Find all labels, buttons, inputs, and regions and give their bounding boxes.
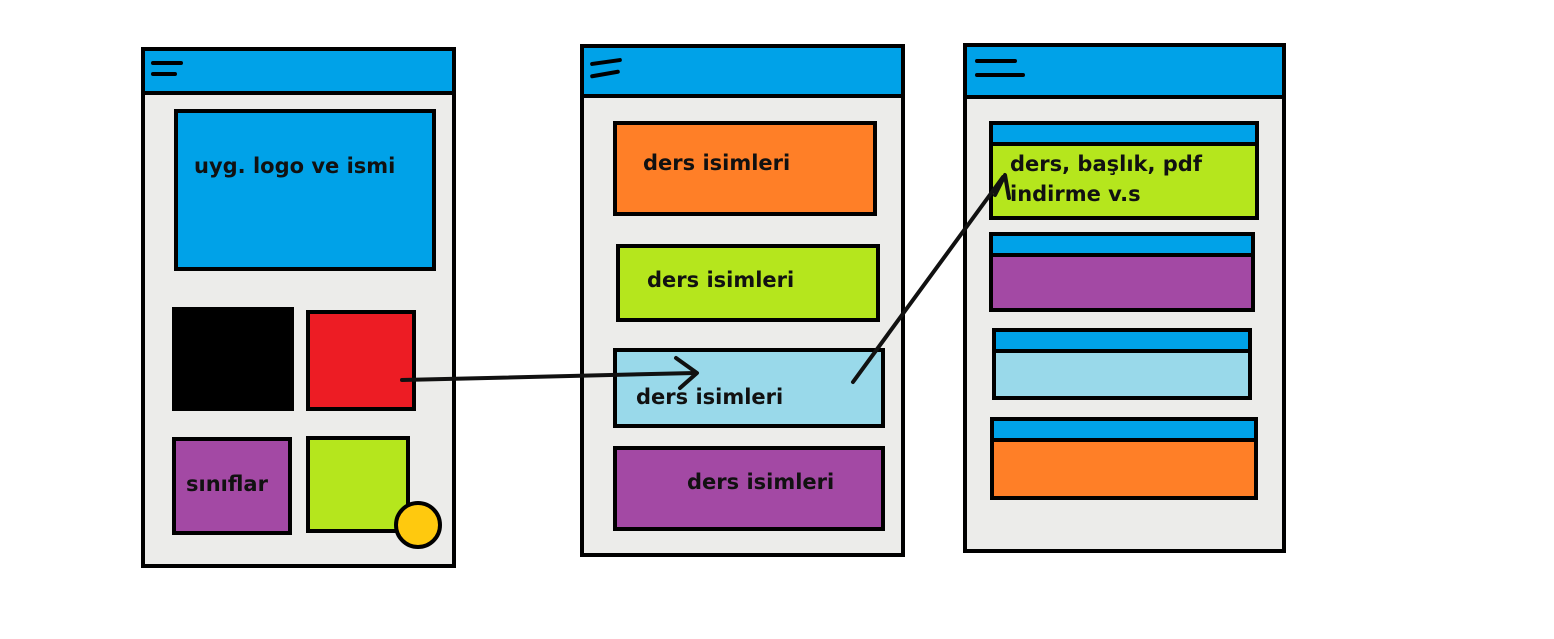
course-list-top-bar bbox=[584, 48, 901, 98]
app-logo-box: uyg. logo ve ismi bbox=[174, 109, 436, 271]
classes-tile[interactable]: sınıflar bbox=[172, 437, 292, 535]
content-card-line2: indirme v.s bbox=[1010, 182, 1141, 206]
course-list-screen: ders isimleri ders isimleri ders isimler… bbox=[580, 44, 905, 557]
red-tile[interactable] bbox=[306, 310, 416, 411]
content-card-header bbox=[994, 421, 1254, 442]
content-card[interactable]: ders, başlık, pdf indirme v.s bbox=[989, 121, 1259, 220]
course-detail-screen: ders, başlık, pdf indirme v.s bbox=[963, 43, 1286, 553]
course-item[interactable]: ders isimleri bbox=[613, 121, 877, 216]
home-top-bar bbox=[145, 51, 452, 95]
hamburger-menu-icon[interactable] bbox=[589, 57, 626, 82]
content-card-header bbox=[993, 125, 1255, 146]
course-item-label: ders isimleri bbox=[647, 268, 795, 292]
content-card-header bbox=[996, 332, 1248, 353]
course-item[interactable]: ders isimleri bbox=[613, 348, 885, 428]
hamburger-menu-icon[interactable] bbox=[151, 59, 185, 79]
course-item-label: ders isimleri bbox=[643, 151, 791, 175]
black-tile[interactable] bbox=[172, 307, 294, 411]
content-card[interactable] bbox=[989, 232, 1255, 312]
classes-tile-label: sınıflar bbox=[186, 472, 268, 496]
content-card[interactable] bbox=[990, 417, 1258, 500]
app-logo-label: uyg. logo ve ismi bbox=[194, 154, 396, 178]
course-item[interactable]: ders isimleri bbox=[613, 446, 885, 531]
content-card[interactable] bbox=[992, 328, 1252, 400]
content-card-header bbox=[993, 236, 1251, 257]
content-card-line1: ders, başlık, pdf bbox=[1010, 152, 1202, 176]
home-screen: uyg. logo ve ismi sınıflar bbox=[141, 47, 456, 568]
lime-tile[interactable] bbox=[306, 436, 410, 533]
course-detail-top-bar bbox=[967, 47, 1282, 99]
course-item-label: ders isimleri bbox=[636, 385, 784, 409]
course-item[interactable]: ders isimleri bbox=[616, 244, 880, 322]
yellow-dot-badge bbox=[394, 501, 442, 549]
course-item-label: ders isimleri bbox=[687, 470, 835, 494]
hamburger-menu-icon[interactable] bbox=[973, 57, 1025, 81]
